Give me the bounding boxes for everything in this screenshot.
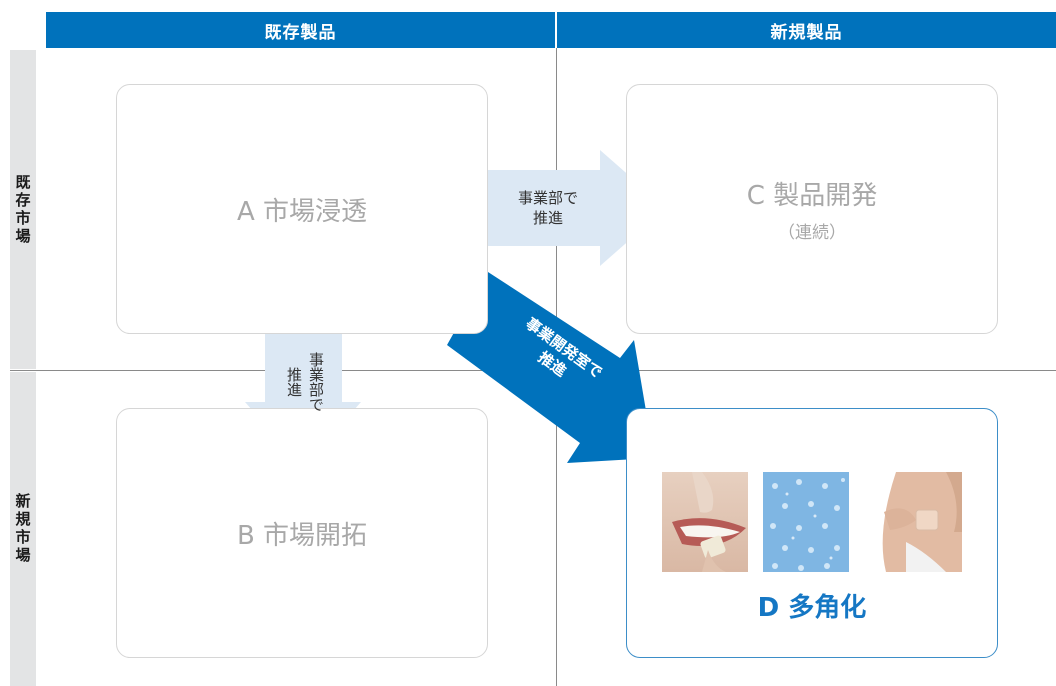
quadrant-b-title: B 市場開拓 [236,520,368,551]
row-header-existing-market: 既存市場 [10,50,36,369]
arrow-a-to-b-label: 事業部で 推進 [272,342,338,422]
column-header-existing-product: 既存製品 [46,12,555,48]
quadrant-b-market-development: B 市場開拓 [116,408,488,658]
arm-patch-photo [876,472,962,572]
arrow-a-to-c [487,150,666,266]
row-header-label: 既存市場 [13,173,32,246]
arrow-label-line: 推進 [532,209,563,228]
quadrant-c-title: C 製品開発 [746,181,878,211]
column-header-label: 既存製品 [264,22,337,43]
quadrant-a-title: A 市場浸透 [236,196,368,227]
column-header-new-product: 新規製品 [557,12,1056,48]
row-header-new-market: 新規市場 [10,372,36,686]
arrow-a-to-d [447,272,654,463]
column-header-label: 新規製品 [770,22,843,43]
quadrant-a-market-penetration: A 市場浸透 [116,84,488,334]
row-header-label: 新規市場 [13,493,32,565]
arrow-label-line: 事業部で [517,189,578,207]
arrow-a-to-c-label: 事業部で 推進 [498,188,598,229]
mouth-gum-photo [662,472,748,572]
quadrant-d-title: D 多角化 [757,593,867,623]
quadrant-c-subtitle: （連続） [778,223,846,243]
quadrant-c-product-development: C 製品開発 （連続） [626,84,998,334]
bubbles-photo [763,472,849,572]
arrow-label-column: 事業部で [307,352,325,412]
arrow-label-column: 推進 [285,367,303,397]
